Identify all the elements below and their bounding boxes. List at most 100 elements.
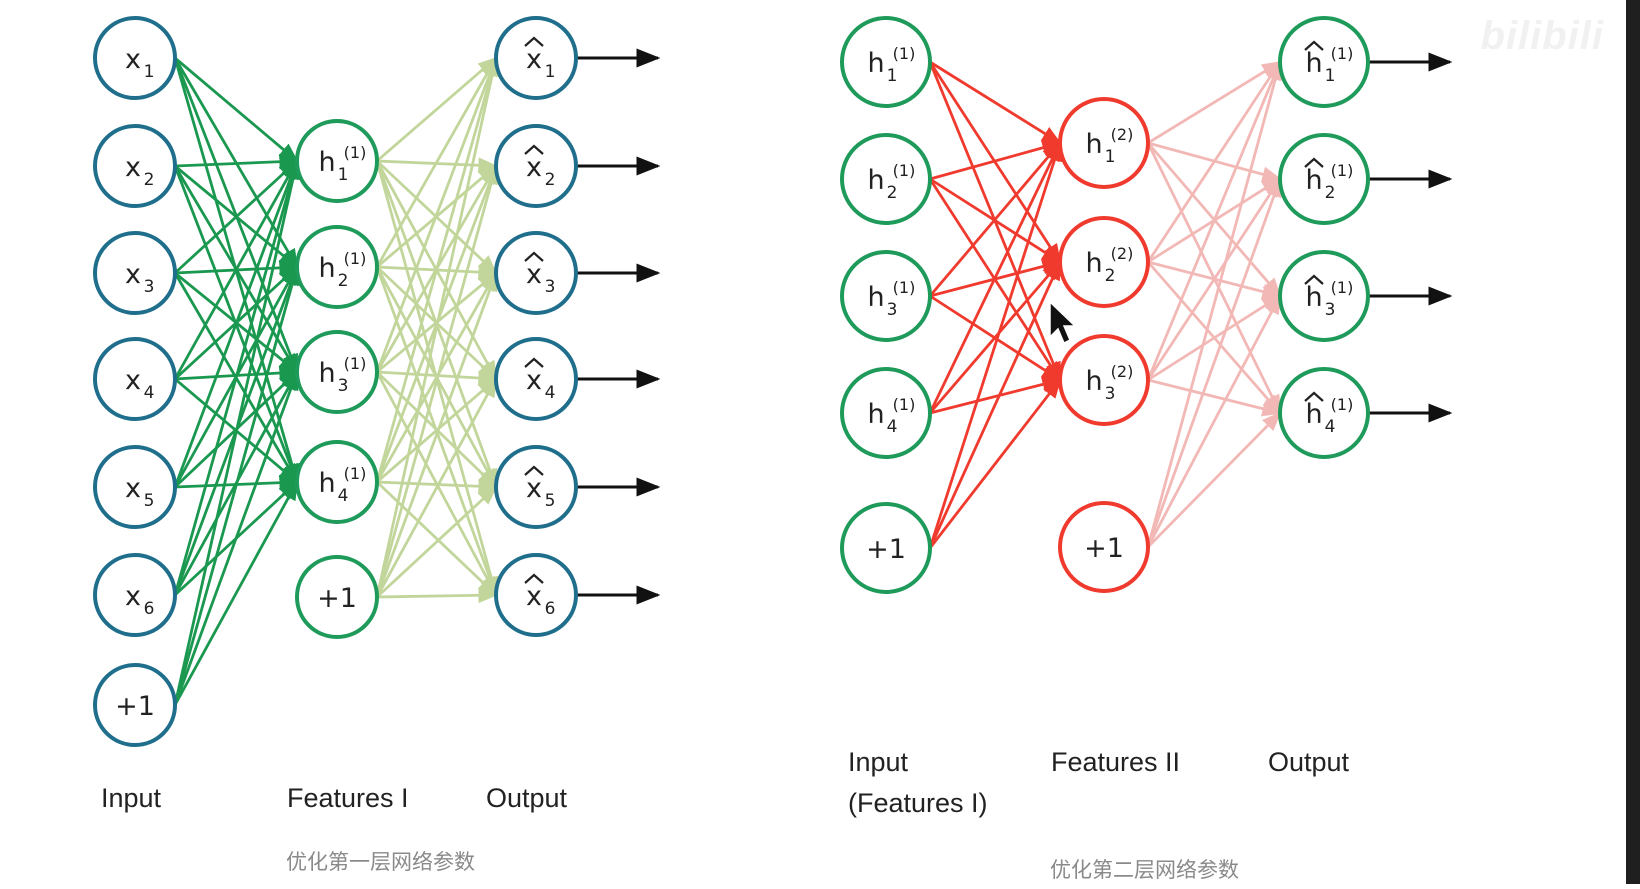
svg-text:h: h <box>867 48 884 79</box>
svg-text:3: 3 <box>1325 300 1336 320</box>
right-edge-out-0-0 <box>1147 60 1282 145</box>
left-edge-in-0-0 <box>174 56 299 163</box>
right-edge-out-2-3 <box>1147 378 1282 417</box>
svg-text:h: h <box>1085 129 1102 160</box>
svg-text:x: x <box>125 152 141 183</box>
svg-text:x: x <box>125 44 141 75</box>
svg-text:4: 4 <box>338 486 349 506</box>
svg-text:(1): (1) <box>344 143 367 162</box>
svg-text:4: 4 <box>545 383 556 403</box>
svg-text:(2): (2) <box>1111 125 1134 144</box>
left-edge-out-0-0 <box>376 56 498 163</box>
svg-text:h: h <box>867 399 884 430</box>
svg-text:(1): (1) <box>893 161 916 180</box>
right-input-bias-node: +1 <box>840 502 932 594</box>
left-edge-out-4-0 <box>375 56 500 598</box>
left-edge-out-4-2 <box>375 271 498 598</box>
svg-text:6: 6 <box>144 599 155 619</box>
left-output-label: Output <box>486 783 568 813</box>
svg-text:(1): (1) <box>344 354 367 373</box>
left-edge-in-3-0 <box>173 159 299 380</box>
left-edge-in-1-0 <box>174 153 299 170</box>
svg-text:2: 2 <box>1105 266 1116 286</box>
svg-text:2: 2 <box>144 170 155 190</box>
right-edge-out-2-1 <box>1146 177 1282 381</box>
svg-text:x: x <box>526 581 542 612</box>
svg-text:h: h <box>1085 248 1102 279</box>
right-edge-in-4-2 <box>928 378 1062 549</box>
left-edge-out-3-5 <box>376 480 498 597</box>
right-output-label: Output <box>1268 747 1350 777</box>
left-edge-out-4-4 <box>376 485 498 599</box>
svg-text:x: x <box>125 259 141 290</box>
svg-text:2: 2 <box>1325 183 1336 203</box>
left-caption: 优化第一层网络参数 <box>286 851 475 874</box>
left-features-label: Features I <box>287 783 409 813</box>
svg-text:4: 4 <box>144 383 155 403</box>
svg-text:1: 1 <box>144 62 155 82</box>
svg-text:3: 3 <box>1105 384 1116 404</box>
right-edge-out-3-1 <box>1146 177 1282 548</box>
right-edge-out-1-0 <box>1146 60 1282 263</box>
svg-text:x: x <box>125 473 141 504</box>
right-edge-in-4-1 <box>928 260 1062 549</box>
svg-text:1: 1 <box>1325 66 1336 86</box>
svg-text:+1: +1 <box>1084 533 1124 564</box>
left-edge-out-3-0 <box>375 56 499 483</box>
svg-text:2: 2 <box>545 170 556 190</box>
svg-text:(1): (1) <box>344 249 367 268</box>
svg-text:x: x <box>526 365 542 396</box>
right-edge-in-4-0 <box>928 141 1063 549</box>
right-edge-out-3-2 <box>1146 294 1282 548</box>
window-edge <box>1626 0 1640 884</box>
svg-text:2: 2 <box>338 271 349 291</box>
left-edge-in-6-2 <box>173 370 299 706</box>
svg-text:h: h <box>318 253 335 284</box>
right-edge-out-2-2 <box>1147 294 1282 382</box>
right-input-label-line1: Input <box>848 747 909 777</box>
svg-text:(1): (1) <box>1331 44 1354 63</box>
svg-text:+1: +1 <box>866 534 906 565</box>
svg-text:h: h <box>318 468 335 499</box>
left-edge-out-1-0 <box>375 56 498 268</box>
svg-text:(1): (1) <box>893 395 916 414</box>
svg-text:2: 2 <box>887 183 898 203</box>
svg-text:3: 3 <box>545 277 556 297</box>
svg-text:1: 1 <box>545 62 556 82</box>
left-input-bias-node: +1 <box>93 663 177 747</box>
left-edge-in-6-1 <box>173 265 300 706</box>
svg-text:x: x <box>526 473 542 504</box>
left-edge-in-6-0 <box>173 159 301 706</box>
right-caption: 优化第二层网络参数 <box>1050 859 1239 882</box>
right-edge-out-2-0 <box>1146 60 1282 381</box>
left-edge-out-3-3 <box>376 377 498 484</box>
right-edge-out-3-0 <box>1146 60 1283 548</box>
svg-text:(1): (1) <box>1331 278 1354 297</box>
svg-text:1: 1 <box>887 66 898 86</box>
bilibili-watermark: bilibili <box>1480 14 1604 58</box>
svg-text:h: h <box>867 165 884 196</box>
